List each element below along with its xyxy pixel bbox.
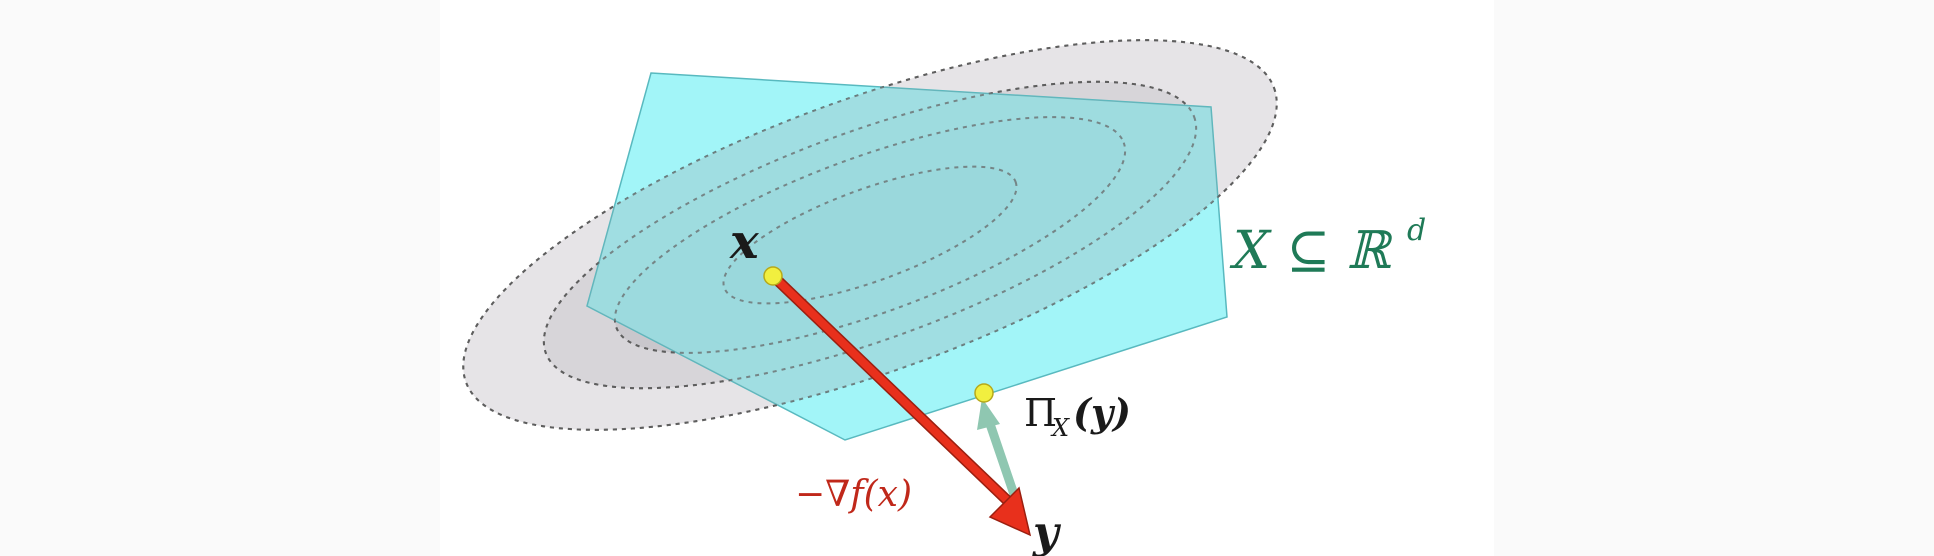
point-x [763, 266, 783, 286]
contour-lines-overlay [462, 39, 1278, 431]
set-label-superscript: d [1407, 213, 1426, 248]
point-projection [974, 383, 994, 403]
feasible-set-polygon [586, 72, 1228, 441]
label-x: x [729, 214, 760, 270]
projection-subscript: X [1050, 414, 1070, 442]
gradient-arrow [767, 270, 1032, 537]
label-gradient: −∇f(x) [795, 474, 912, 515]
label-feasible-set: X ⊆ ℝ d [1229, 213, 1426, 281]
projection-pi: Π [1024, 391, 1057, 435]
label-projection: Π X (y) [1024, 390, 1131, 442]
label-y: y [1032, 507, 1062, 556]
projection-argument: (y) [1073, 390, 1131, 435]
set-label-main: X ⊆ ℝ [1229, 221, 1394, 281]
